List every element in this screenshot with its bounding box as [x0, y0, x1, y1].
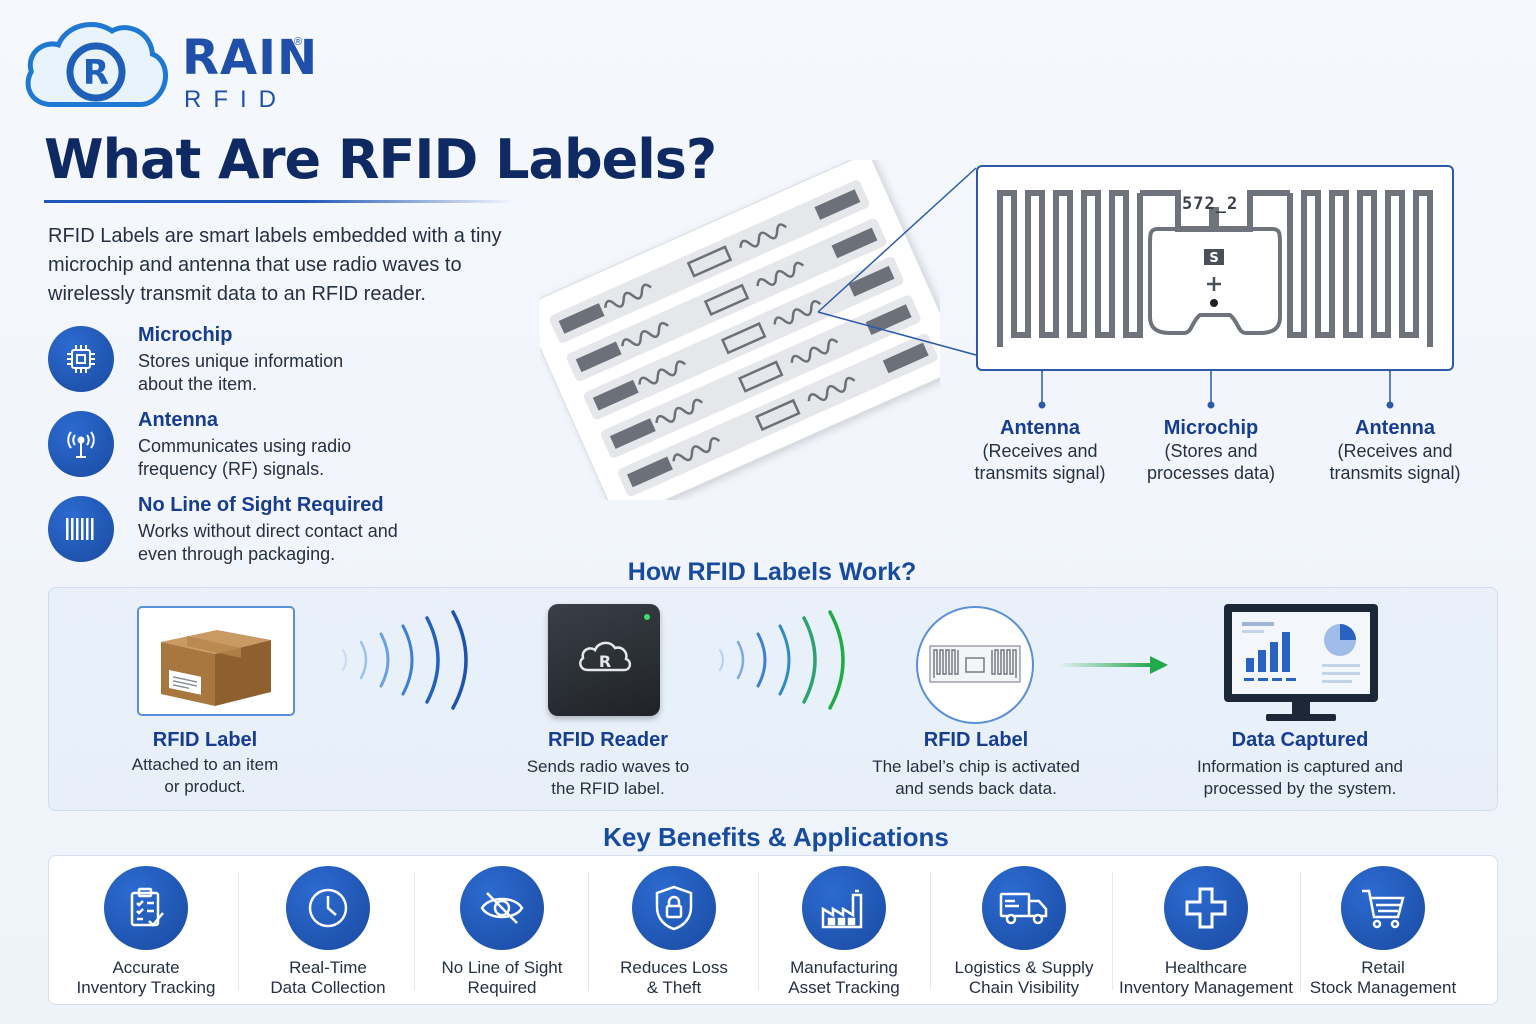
component-label-microchip: Microchip (Stores and processes data) — [1146, 417, 1276, 483]
antenna-icon — [48, 411, 114, 477]
chip-icon — [48, 326, 114, 392]
feature-title: No Line of Sight Required — [138, 494, 384, 516]
logo-registered-mark: ® — [294, 36, 303, 48]
benefit-manufacturing: Manufacturing Asset Tracking — [764, 866, 924, 998]
box-icon — [137, 606, 295, 716]
benefit-divider — [1112, 872, 1113, 990]
benefit-inventory-tracking: Accurate Inventory Tracking — [66, 866, 226, 998]
svg-text:R: R — [599, 652, 611, 671]
label-icon — [916, 606, 1034, 724]
medical-cross-icon — [1164, 866, 1248, 950]
feature-title: Antenna — [138, 409, 218, 431]
clock-icon — [286, 866, 370, 950]
logo-wordmark: RAIN — [182, 30, 319, 86]
truck-icon — [982, 866, 1066, 950]
inlay-code-label: 572_2 — [1182, 194, 1239, 214]
step-rfid-label-activated: RFID Label The label’s chip is activated… — [872, 729, 1080, 798]
chip-mark: S — [1209, 251, 1218, 266]
benefit-logistics: Logistics & Supply Chain Visibility — [944, 866, 1104, 998]
monitor-icon — [1224, 604, 1378, 721]
benefits-heading: Key Benefits & Applications — [603, 822, 949, 852]
benefit-reduces-loss: Reduces Loss & Theft — [594, 866, 754, 998]
benefit-divider — [930, 872, 931, 990]
page-title: What Are RFID Labels? — [44, 128, 717, 191]
barcode-icon — [48, 496, 114, 562]
cloud-logo-icon: R — [25, 21, 168, 107]
component-label-antenna-left: Antenna (Receives and transmits signal) — [974, 417, 1106, 483]
benefit-retail: Retail Stock Management — [1306, 866, 1460, 998]
shield-lock-icon — [632, 866, 716, 950]
rfid-inlay-illustration: S — [997, 190, 1433, 347]
rfid-label-sheet-illustration — [540, 160, 940, 500]
benefit-divider — [414, 872, 415, 990]
inlay-detail-box: S — [976, 165, 1454, 371]
intro-text: RFID Labels are smart labels embedded wi… — [48, 225, 502, 305]
feature-desc: Communicates using radio frequency (RF) … — [138, 436, 352, 479]
benefit-divider — [758, 872, 759, 990]
logo-subtitle: RFID — [184, 86, 288, 113]
reader-icon: R — [548, 604, 660, 716]
feature-title: Microchip — [138, 324, 233, 346]
benefit-divider — [238, 872, 239, 990]
how-section-heading: How RFID Labels Work? — [627, 558, 917, 586]
eye-off-icon — [460, 866, 544, 950]
step-rfid-label: RFID Label Attached to an item or produc… — [131, 729, 279, 796]
benefit-divider — [588, 872, 589, 990]
benefit-divider — [1300, 872, 1301, 990]
benefits-panel — [48, 855, 1498, 1005]
benefit-no-line-of-sight: No Line of Sight Required — [422, 866, 582, 998]
feature-desc: Works without direct contact and even th… — [138, 521, 398, 564]
cart-icon — [1341, 866, 1425, 950]
svg-text:R: R — [83, 53, 109, 93]
feature-microchip: Microchip Stores unique information abou… — [48, 324, 468, 396]
clipboard-icon — [104, 866, 188, 950]
arrow-right-icon — [1058, 656, 1168, 674]
feature-antenna: Antenna Communicates using radio frequen… — [48, 409, 468, 481]
radio-waves-icon — [719, 610, 845, 710]
step-rfid-reader: RFID Reader Sends radio waves to the RFI… — [526, 729, 690, 798]
feature-no-line-of-sight: No Line of Sight Required Works without … — [48, 494, 468, 566]
step-data-captured: Data Captured Information is captured an… — [1196, 729, 1403, 798]
factory-icon — [802, 866, 886, 950]
title-underline — [44, 200, 514, 203]
radio-waves-icon — [342, 610, 468, 710]
benefit-real-time-data: Real-Time Data Collection — [248, 866, 408, 998]
component-label-antenna-right: Antenna (Receives and transmits signal) — [1329, 417, 1461, 483]
benefit-healthcare: Healthcare Inventory Management — [1116, 866, 1296, 998]
rain-rfid-logo: R RAIN ® RFID — [22, 14, 317, 114]
feature-desc: Stores unique information about the item… — [138, 351, 344, 394]
